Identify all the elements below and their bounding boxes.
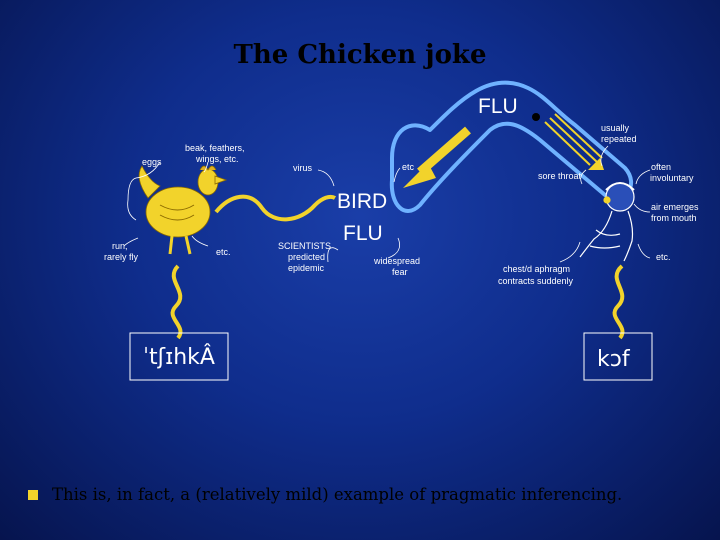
air-line2: from mouth	[651, 213, 697, 223]
scientists-line1: SCIENTISTS	[278, 241, 331, 251]
wavy-connector-chicken	[214, 194, 337, 222]
etc-top-label: etc	[402, 162, 415, 172]
eggs-label: eggs	[142, 157, 162, 167]
often-line1: often	[651, 162, 671, 172]
coughing-man-icon	[579, 182, 635, 262]
bird-flu-line2: FLU	[343, 222, 383, 245]
beak-label-line1: beak, feathers,	[185, 143, 245, 153]
bullet-text: This is, in fact, a (relatively mild) ex…	[52, 485, 623, 504]
usually-line1: usually	[601, 123, 630, 133]
widespread-line1: widespread	[373, 256, 420, 266]
flu-to-bird-arrow	[403, 126, 471, 188]
scientists-line2: predicted	[288, 252, 325, 262]
chest-line1: chest/d aphragm	[503, 264, 570, 274]
slide-title: The Chicken joke	[233, 40, 487, 70]
cough-ipa-box	[583, 332, 653, 381]
flu-label: FLU	[478, 95, 518, 118]
often-line2: involuntary	[650, 173, 694, 183]
cough-ipa-text: kɔf	[597, 347, 631, 372]
sore-throat-label: sore throat	[538, 171, 582, 181]
chicken-pointer-lines	[123, 161, 209, 247]
chicken-icon	[138, 165, 228, 255]
bullet-point: This is, in fact, a (relatively mild) ex…	[28, 485, 708, 504]
chicken-ipa-text: ˈtʃɪhkÂ	[143, 344, 215, 370]
usually-line2: repeated	[601, 134, 637, 144]
cough-pointer-lines	[559, 145, 651, 263]
bird-flu-pointer-lines	[317, 167, 401, 263]
wavy-connector-cough-ipa	[612, 264, 625, 340]
flu-to-cough-arrows	[544, 113, 604, 170]
bird-flu-line1: BIRD	[337, 190, 387, 213]
widespread-line2: fear	[392, 267, 408, 277]
beak-label-line2: wings, etc.	[195, 154, 239, 164]
wavy-connector-chicken-ipa	[170, 264, 183, 340]
virus-label: virus	[293, 163, 313, 173]
chicken-ipa-box	[129, 332, 229, 381]
loop-node	[532, 113, 540, 121]
chicken-etc-label: etc.	[216, 247, 231, 257]
scientists-line3: epidemic	[288, 263, 325, 273]
chest-line2: contracts suddenly	[498, 276, 574, 286]
run-label-line1: run,	[112, 241, 128, 251]
run-label-line2: rarely fly	[104, 252, 139, 262]
cough-etc-label: etc.	[656, 252, 671, 262]
air-line1: air emerges	[651, 202, 699, 212]
bullet-square-icon	[28, 489, 38, 500]
